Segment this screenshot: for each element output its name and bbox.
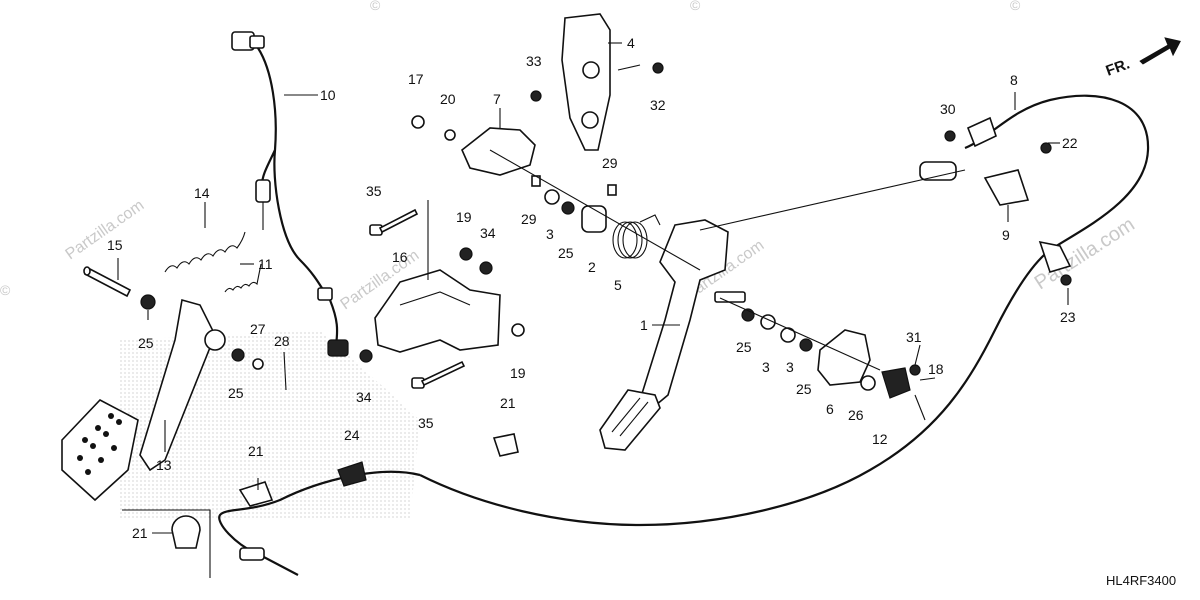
- callout-9: 9: [1002, 227, 1010, 243]
- front-indicator: FR.: [1104, 37, 1181, 80]
- callout-14: 14: [194, 185, 210, 201]
- callout-1: 1: [640, 317, 648, 333]
- pedal-sensor-housing-part: [817, 329, 871, 386]
- callout-29: 29: [602, 155, 618, 171]
- callout-6: 6: [826, 401, 834, 417]
- callout-19: 19: [510, 365, 526, 381]
- callout-21: 21: [500, 395, 516, 411]
- torsion-spring-part: [612, 214, 661, 259]
- pivot-housing-part: [461, 127, 536, 176]
- callout-24: 24: [344, 427, 360, 443]
- callout-3: 3: [762, 359, 770, 375]
- callout-33: 33: [526, 53, 542, 69]
- watermark-copyright: ©: [0, 282, 11, 298]
- callout-34: 34: [356, 389, 372, 405]
- callout-22: 22: [1062, 135, 1078, 151]
- callout-10: 10: [320, 87, 336, 103]
- cable-clamp-part: [238, 481, 274, 507]
- throttle-cable-part: [419, 94, 1150, 527]
- sensor-connector-part: [881, 367, 911, 399]
- callout-35: 35: [366, 183, 382, 199]
- callout-34: 34: [480, 225, 496, 241]
- bolt-part: [369, 208, 419, 236]
- upper-bracket-part: [561, 13, 611, 151]
- watermark-text: Partzilla.com: [63, 197, 148, 263]
- assembly-guide-lines: [427, 64, 966, 421]
- callout-7: 7: [493, 91, 501, 107]
- front-indicator-label: FR.: [1104, 56, 1133, 80]
- callout-8: 8: [1010, 72, 1018, 88]
- callout-21: 21: [132, 525, 148, 541]
- watermark-copyright: ©: [1010, 0, 1021, 13]
- callout-25: 25: [558, 245, 574, 261]
- callout-3: 3: [546, 226, 554, 242]
- callout-4: 4: [627, 35, 635, 51]
- callout-25: 25: [138, 335, 154, 351]
- callout-29: 29: [521, 211, 537, 227]
- callout-21: 21: [248, 443, 264, 459]
- callout-31: 31: [906, 329, 922, 345]
- leader-lines: [117, 42, 1069, 534]
- cable-clip-part: [337, 461, 367, 487]
- callout-5: 5: [614, 277, 622, 293]
- return-spring-part: [164, 231, 246, 273]
- cable-clamp-part: [492, 433, 519, 457]
- callout-20: 20: [440, 91, 456, 107]
- front-arrow-icon: [1139, 37, 1181, 65]
- diagram-code: HL4RF3400: [1106, 573, 1176, 588]
- callout-12: 12: [872, 431, 888, 447]
- pin-part: [83, 266, 132, 298]
- callout-13: 13: [156, 457, 172, 473]
- bolt-part: [411, 360, 466, 389]
- callout-2: 2: [588, 259, 596, 275]
- callout-35: 35: [418, 415, 434, 431]
- wire-harness-part: [231, 31, 349, 357]
- callout-32: 32: [650, 97, 666, 113]
- small-spring-part: [224, 263, 262, 293]
- watermark-copyright: ©: [690, 0, 701, 13]
- callout-11: 11: [258, 256, 273, 272]
- cable-clamp-part: [171, 515, 201, 549]
- callout-25: 25: [228, 385, 244, 401]
- callout-28: 28: [274, 333, 290, 349]
- callout-23: 23: [1060, 309, 1076, 325]
- callout-19: 19: [456, 209, 472, 225]
- watermark-copyright: ©: [370, 0, 381, 13]
- pedal-bracket-part: [374, 269, 501, 353]
- callout-25: 25: [736, 339, 752, 355]
- callout-25: 25: [796, 381, 812, 397]
- callouts: 1 2 3 3 3 4 5 6 7 8 9 10 11 12 13 14 15 …: [107, 35, 1078, 541]
- callout-15: 15: [107, 237, 123, 253]
- callout-27: 27: [250, 321, 266, 337]
- callout-26: 26: [848, 407, 864, 423]
- callout-16: 16: [392, 249, 408, 265]
- brake-pedal-part: [61, 298, 226, 502]
- callout-17: 17: [408, 71, 424, 87]
- callout-30: 30: [940, 101, 956, 117]
- section-frame-line: [122, 509, 211, 578]
- callout-3: 3: [786, 359, 794, 375]
- callout-18: 18: [928, 361, 944, 377]
- accelerator-pedal-part: [599, 219, 746, 451]
